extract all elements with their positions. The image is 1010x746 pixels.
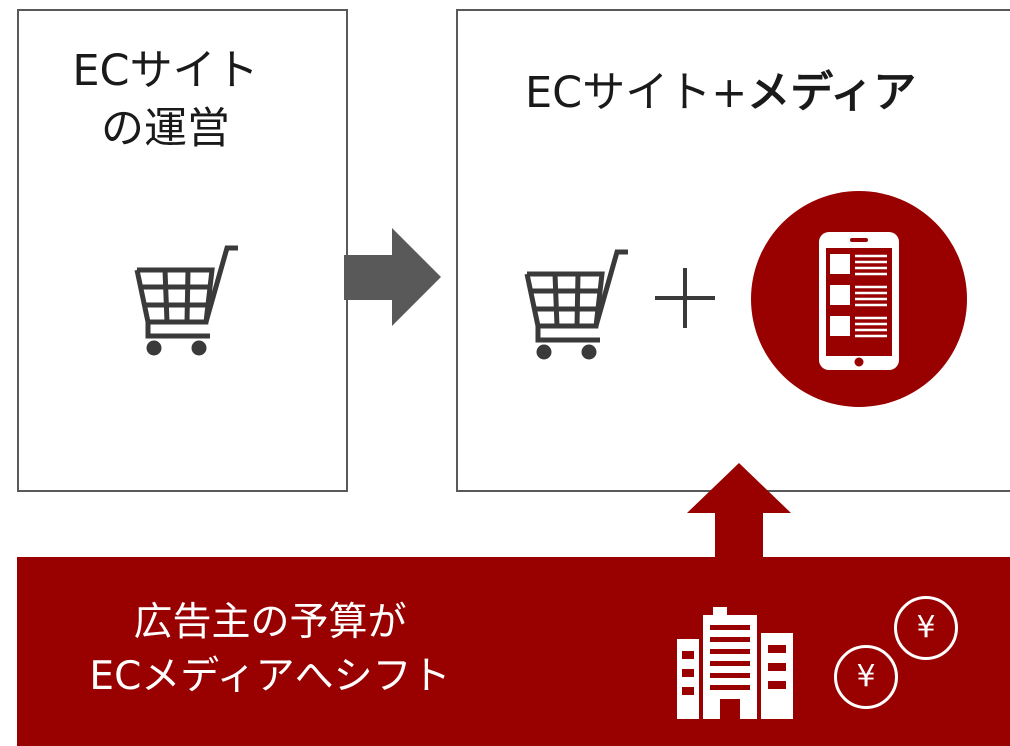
- plus-icon: [655, 268, 715, 328]
- cart-icon: [524, 249, 628, 360]
- ec-media-title-plain: ECサイト+: [525, 68, 748, 118]
- ec-site-title: ECサイト の運営: [0, 42, 331, 158]
- transition-arrow: [344, 228, 441, 326]
- smartphone-media-icon: [751, 191, 967, 407]
- banner-line2: ECメディアへシフト: [89, 654, 451, 699]
- yen-symbol: ¥: [916, 610, 936, 645]
- building-icon: [677, 607, 793, 719]
- ec-site-box: [17, 9, 348, 492]
- ec-media-title-bold: メディア: [747, 68, 917, 118]
- cart-icon: [134, 245, 238, 356]
- ec-media-title: ECサイト+メディア: [525, 64, 916, 122]
- ec-site-title-line2: の運営: [101, 104, 230, 154]
- yen-symbol: ¥: [856, 659, 876, 694]
- budget-shift-arrow: [687, 463, 791, 559]
- yen-coin-icon: [834, 645, 898, 709]
- advertiser-banner-text: 広告主の予算が ECメディアへシフト: [0, 596, 540, 704]
- yen-coin-icon: [894, 596, 958, 660]
- ec-site-title-line1: ECサイト: [72, 46, 259, 96]
- banner-line1: 広告主の予算が: [133, 600, 407, 645]
